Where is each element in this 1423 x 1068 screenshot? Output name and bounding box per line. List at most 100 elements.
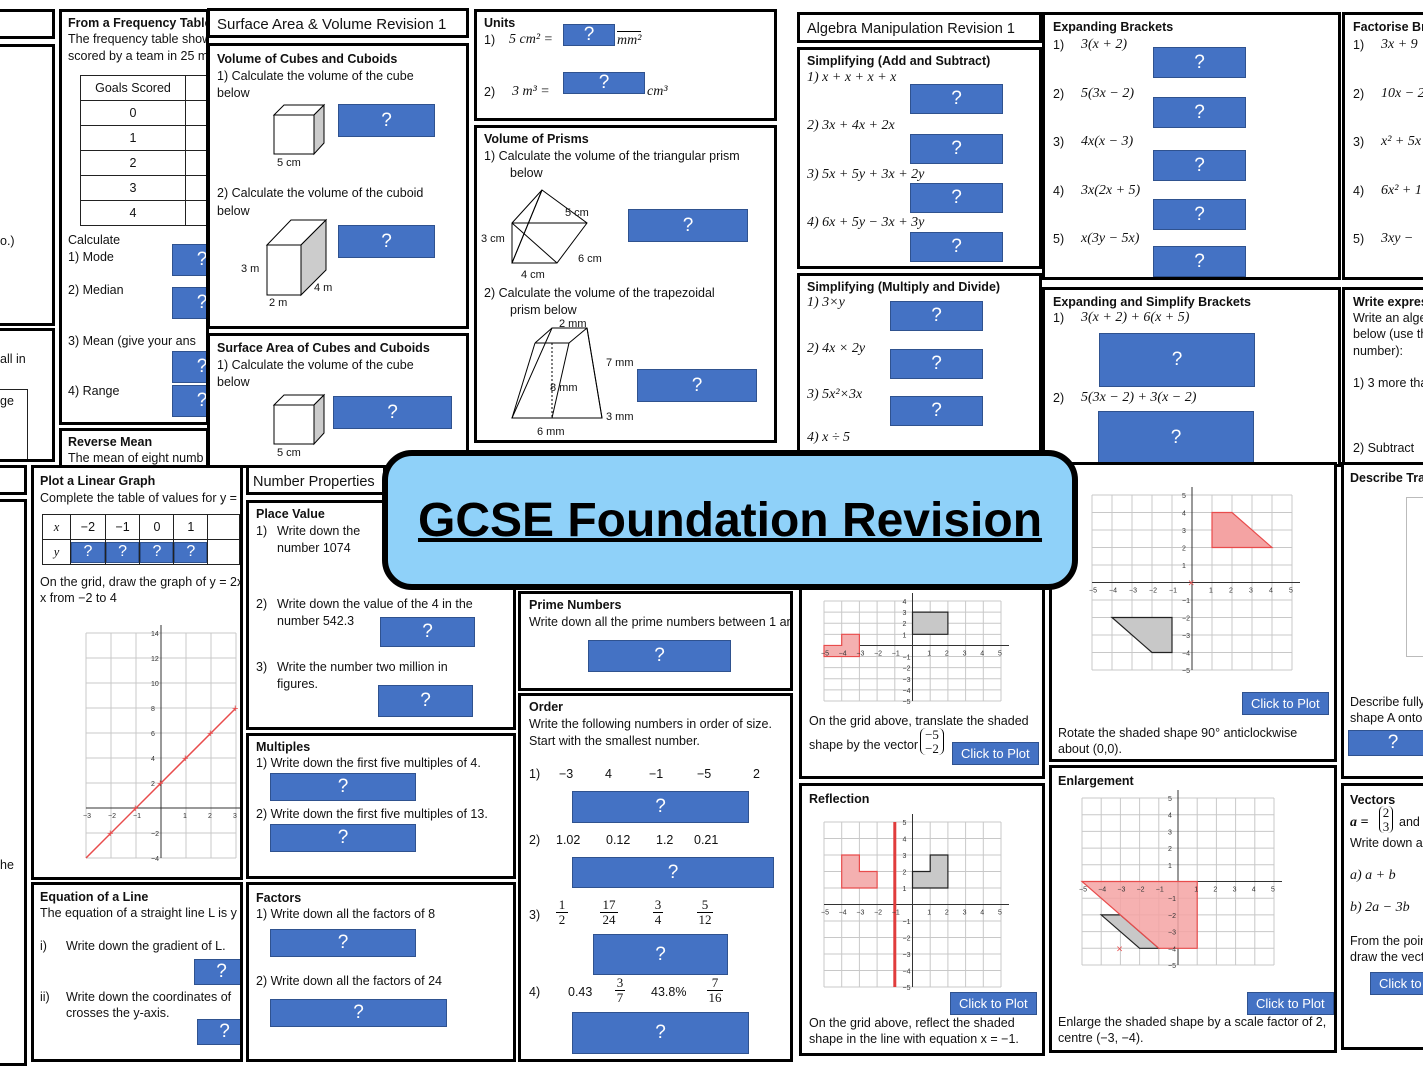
answer-box[interactable]: ? [378, 685, 473, 717]
cross-marker: × [1188, 578, 1194, 590]
answer-box[interactable]: ? [1153, 150, 1246, 181]
question: shape A onto [1350, 711, 1423, 725]
x-tick-label: −1 [1156, 887, 1164, 894]
fragment-text: all in [0, 352, 26, 366]
click-to-plot-button[interactable]: Click to Plot [1370, 972, 1423, 995]
y-tick-label: −1 [1168, 896, 1176, 903]
answer-box[interactable]: ? [1153, 199, 1246, 230]
answer-box[interactable]: ? [572, 857, 774, 888]
panel-title: Simplifying (Multiply and Divide) [807, 280, 1001, 294]
answer-box[interactable]: ? [172, 351, 206, 383]
answer-box[interactable]: ? [270, 929, 416, 957]
answer-box[interactable]: ? [572, 791, 749, 823]
answer-box[interactable]: ? [71, 541, 105, 563]
number-item: −3 [559, 767, 574, 781]
left-panel-4: he [0, 499, 27, 1066]
expand-simplify-panel: Expanding and Simplify Brackets 1)3(x + … [1042, 287, 1341, 467]
answer-box[interactable]: ? [172, 244, 206, 276]
answer-box[interactable]: ? [380, 617, 475, 647]
y-tick-label: 2 [1168, 846, 1172, 853]
expression: x(3y − 5x) [1081, 231, 1140, 246]
text: draw the vector [1350, 950, 1423, 964]
answer-box[interactable]: ? [172, 287, 206, 319]
y-tick-label: −5 [1182, 668, 1190, 675]
answer-box[interactable]: ? [628, 209, 748, 242]
answer-box[interactable]: ? [890, 396, 983, 426]
answer-box[interactable]: ? [890, 301, 983, 331]
row-header: y [41, 539, 72, 565]
x-tick-label: 5 [1271, 887, 1275, 894]
reverse-mean-panel: Reverse Mean The mean of eight numb [59, 428, 209, 468]
answer-box[interactable]: ? [333, 396, 452, 429]
answer-box[interactable]: ? [140, 541, 174, 563]
y-tick-label: −1 [1182, 598, 1190, 605]
answer-box[interactable]: ? [194, 959, 240, 985]
fragment-text: he [0, 858, 14, 872]
answer-box[interactable]: ? [1153, 47, 1246, 78]
answer-box[interactable]: ? [1099, 333, 1255, 387]
text: Complete the table of values for y = 2x … [40, 491, 240, 505]
click-to-plot-button[interactable]: Click to Plot [952, 742, 1039, 765]
answer-box[interactable]: ? [270, 773, 416, 801]
panel-title: Prime Numbers [529, 598, 622, 612]
question: 2) 3x + 4x + 2x [807, 118, 895, 133]
answer-box[interactable]: ? [910, 232, 1003, 262]
answer-box[interactable]: ? [270, 824, 416, 852]
order-panel: Order Write the following numbers in ord… [518, 693, 793, 1062]
text: below (use the [1353, 327, 1423, 341]
answer-box[interactable]: ? [270, 999, 447, 1027]
text: The mean of eight numb [68, 451, 204, 465]
y-tick-label: 5 [1182, 493, 1186, 500]
answer-box[interactable]: ? [338, 225, 435, 258]
answer-box[interactable]: ? [1348, 730, 1423, 756]
x-tick-label: 1 [183, 813, 187, 820]
click-to-plot-button[interactable]: Click to Plot [1242, 692, 1329, 715]
question-number: 4) [1053, 184, 1065, 198]
click-to-plot-button[interactable]: Click to Plot [950, 992, 1037, 1015]
y-tick-label: −2 [1168, 913, 1176, 920]
answer-box[interactable]: ? [563, 72, 645, 94]
answer-box[interactable]: ? [572, 1012, 749, 1054]
answer-box[interactable]: ? [910, 183, 1003, 213]
question-number: 3) [256, 660, 268, 674]
answer-box[interactable]: ? [890, 349, 983, 379]
y-tick-label: 1 [903, 886, 907, 893]
x-tick-label: −4 [839, 910, 847, 917]
x-tick-label: 3 [963, 650, 967, 657]
question: number 542.3 [277, 614, 355, 628]
x-tick-label: −3 [856, 650, 864, 657]
answer-box[interactable]: ? [174, 541, 208, 563]
answer-box[interactable]: ? [588, 640, 731, 672]
question: 4) x ÷ 5 [807, 430, 851, 445]
question-number: 3) [1353, 135, 1365, 149]
question: 4) 6x + 5y − 3x + 3y [807, 215, 925, 230]
answer-box[interactable]: ? [1153, 97, 1246, 128]
question: 1) Mode [68, 250, 114, 264]
answer-box[interactable]: ? [172, 385, 206, 417]
question: b) 2a − 3b [1350, 900, 1410, 915]
y-tick-label: 1 [1182, 563, 1186, 570]
answer-box[interactable]: ? [637, 369, 757, 402]
number-item: 43.8% [651, 985, 687, 999]
prime-numbers-panel: Prime Numbers Write down all the prime n… [518, 591, 793, 691]
click-to-plot-button[interactable]: Click to Plot [1247, 992, 1334, 1015]
answer-box[interactable]: ? [593, 934, 728, 975]
answer-box[interactable]: ? [105, 541, 140, 563]
question-number: 5) [1353, 232, 1365, 246]
question: On the grid above, translate the shaded [809, 714, 1029, 728]
question: 1) x + x + x + x [807, 70, 897, 85]
answer-box[interactable]: ? [1153, 246, 1246, 277]
answer-box[interactable]: ? [338, 104, 435, 137]
answer-box[interactable]: ? [910, 134, 1003, 164]
answer-box[interactable]: ? [197, 1019, 240, 1045]
answer-box[interactable]: ? [1098, 411, 1254, 464]
panel-title: Units [484, 16, 516, 30]
rotated-shape [1211, 511, 1274, 549]
answer-box[interactable]: ? [910, 84, 1003, 114]
answer-box[interactable]: ? [563, 24, 615, 46]
